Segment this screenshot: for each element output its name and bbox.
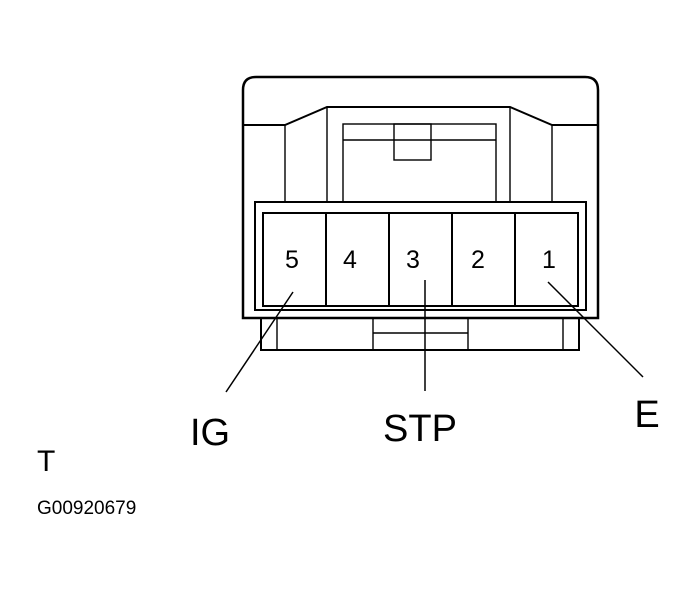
terminal-cavity-1 [514,212,579,307]
leader-e [547,281,644,378]
terminal-cavities [262,212,579,307]
connector-skirt [260,317,580,351]
pin-number-2: 2 [471,246,485,274]
callout-e: E [634,394,659,436]
locking-latch-frame [342,123,497,203]
housing-ledge [243,106,598,126]
pin-number-3: 3 [406,246,420,274]
figure-code: G00920679 [37,498,136,519]
terminal-cavity-4 [325,212,390,307]
pin-number-5: 5 [285,246,299,274]
callout-stp: STP [383,408,457,450]
pin-numbers: 5 4 3 2 1 [285,246,556,274]
callout-labels: IG STP E [190,394,660,454]
leader-ig [225,291,294,393]
housing-outline [241,75,600,320]
terminal-face-frame [254,201,587,311]
corner-mark: T [37,445,55,478]
connector-housing [241,75,600,320]
leader-lines [225,280,644,393]
callout-ig: IG [190,412,230,454]
skirt-outline [260,317,580,351]
terminal-cavity-3 [388,212,453,307]
locking-latch-tab [393,123,432,161]
pin-number-4: 4 [343,246,357,274]
pin-number-1: 1 [542,246,556,274]
skirt-key [372,317,469,351]
